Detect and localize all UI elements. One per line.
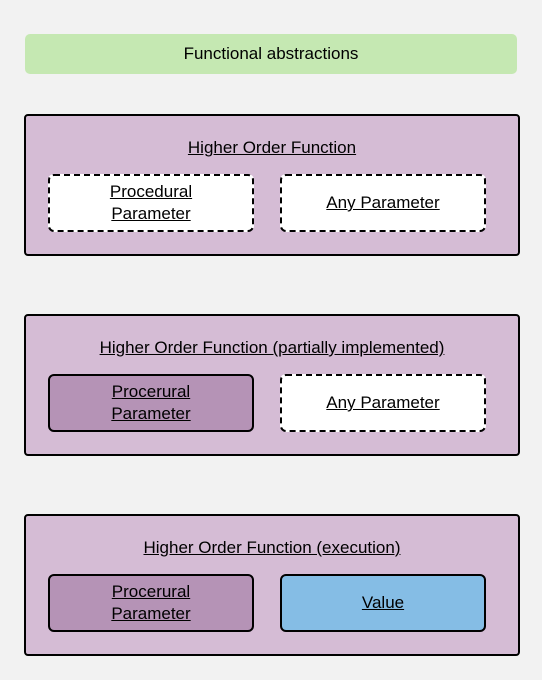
- diagram-title: Functional abstractions: [25, 34, 517, 74]
- box-label-line2: Parameter: [111, 604, 191, 623]
- box-label: Value: [361, 593, 405, 612]
- procedural-parameter-placeholder: Procedural Parameter: [48, 174, 254, 232]
- panel-partially-implemented: Higher Order Function (partially impleme…: [24, 314, 520, 456]
- box-label-line2: Parameter: [111, 404, 191, 423]
- panel-execution: Higher Order Function (execution) Procer…: [24, 514, 520, 656]
- any-parameter-placeholder: Any Parameter: [280, 374, 486, 432]
- any-parameter-placeholder: Any Parameter: [280, 174, 486, 232]
- box-label-line2: Parameter: [111, 204, 191, 223]
- box-label-line1: Procedural: [109, 182, 193, 201]
- panel-title: Higher Order Function: [187, 138, 357, 157]
- box-label-line1: Procerural: [111, 382, 191, 401]
- diagram-title-text: Functional abstractions: [183, 44, 359, 63]
- box-label-line1: Procerural: [111, 582, 191, 601]
- panel-title: Higher Order Function (partially impleme…: [99, 338, 445, 357]
- procedural-parameter-filled: Procerural Parameter: [48, 574, 254, 632]
- box-label: Any Parameter: [326, 393, 440, 412]
- panel-higher-order-function: Higher Order Function Procedural Paramet…: [24, 114, 520, 256]
- procedural-parameter-filled: Procerural Parameter: [48, 374, 254, 432]
- box-label: Any Parameter: [326, 193, 440, 212]
- value-box: Value: [280, 574, 486, 632]
- panel-title: Higher Order Function (execution): [143, 538, 401, 557]
